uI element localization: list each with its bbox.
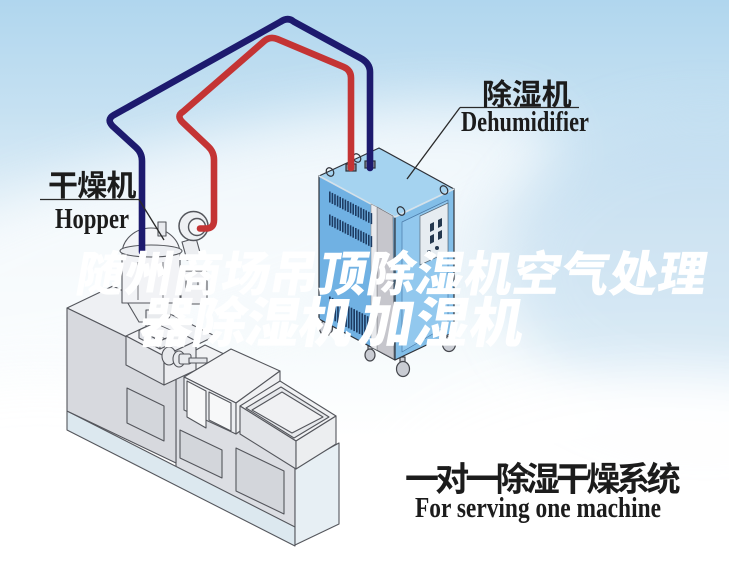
svg-text:Hopper: Hopper <box>55 203 129 235</box>
svg-text:For serving one machine: For serving one machine <box>415 492 661 524</box>
svg-text:Dehumidifier: Dehumidifier <box>461 107 589 138</box>
